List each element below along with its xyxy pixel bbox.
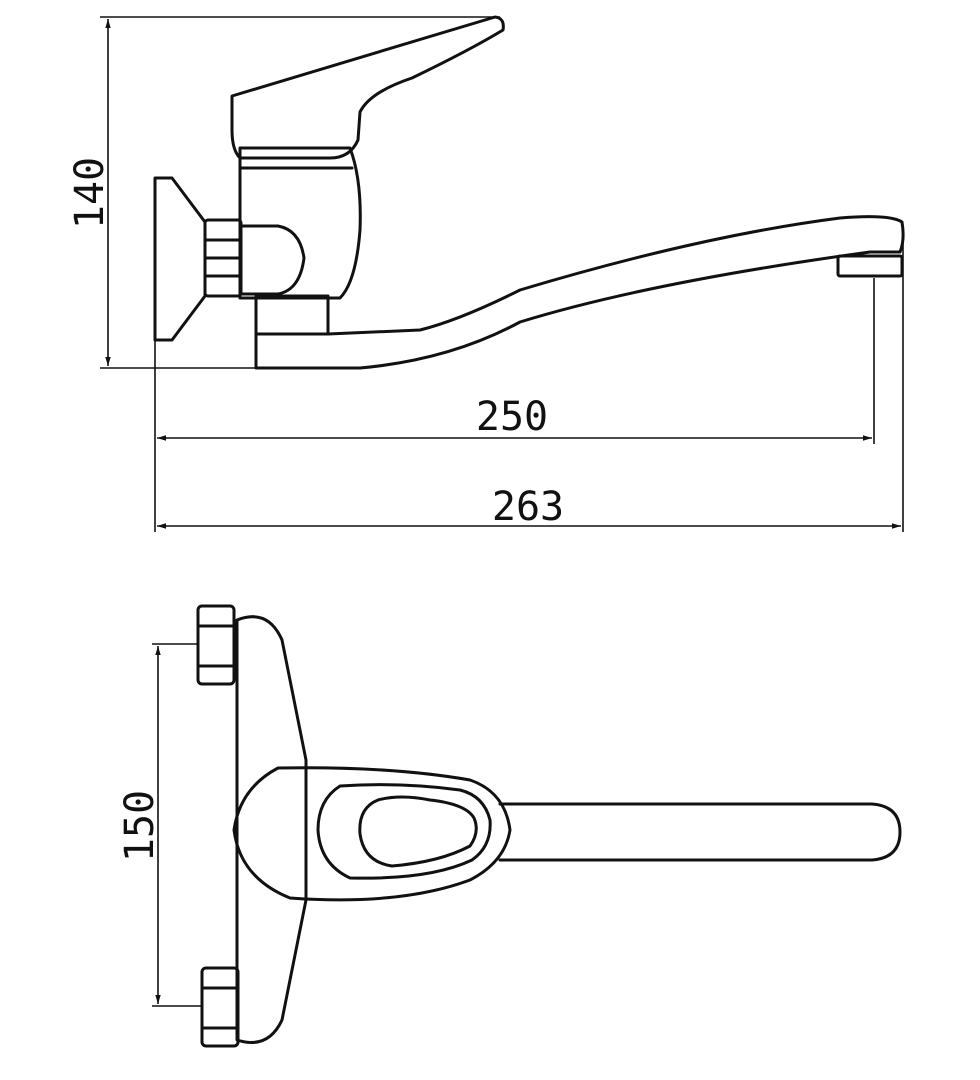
top-dimensions: 150 xyxy=(117,643,202,1007)
dim-label-140: 140 xyxy=(67,157,113,229)
top-wall-plate xyxy=(235,615,308,1044)
top-hex-nut-lower xyxy=(200,966,240,1048)
dim-label-263: 263 xyxy=(492,484,564,530)
top-mixer-body xyxy=(232,766,512,902)
mixer-body xyxy=(238,146,362,300)
top-hex-nut-upper xyxy=(196,604,236,686)
lever-handle xyxy=(230,15,505,160)
top-view xyxy=(196,604,902,1048)
dim-label-150: 150 xyxy=(117,790,163,862)
side-hex-nut xyxy=(203,218,243,298)
top-spout xyxy=(498,802,902,862)
spout xyxy=(254,215,905,370)
top-lever-outline xyxy=(316,783,492,880)
side-dimensions: 140 250 263 xyxy=(67,16,904,532)
aerator xyxy=(836,254,904,278)
wall-flange xyxy=(153,176,207,342)
side-view xyxy=(153,15,905,370)
dim-label-250: 250 xyxy=(476,394,548,440)
spout-collar xyxy=(254,294,330,336)
inlet-connector xyxy=(239,224,306,296)
top-lever-hole xyxy=(358,795,478,868)
